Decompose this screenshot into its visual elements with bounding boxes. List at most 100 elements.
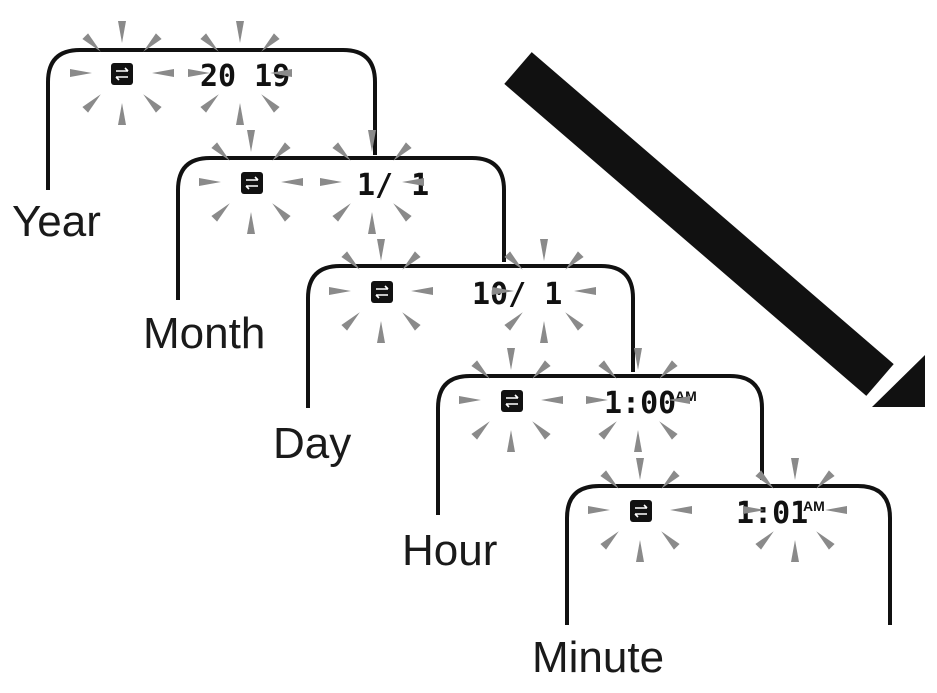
blink-ray xyxy=(377,239,385,261)
step-minute: 1:01 AM Minute xyxy=(532,484,892,682)
blink-ray xyxy=(402,312,421,331)
step-day: 10/ 1 Day xyxy=(273,264,635,468)
blink-ray xyxy=(270,69,292,77)
blink-ray xyxy=(236,103,244,125)
swap-arrows-icon xyxy=(241,172,263,194)
blink-ray xyxy=(377,321,385,343)
blink-ray xyxy=(143,33,162,52)
blink-indicators xyxy=(70,21,847,562)
swap-arrows-icon xyxy=(371,281,393,303)
blink-ray xyxy=(261,94,280,113)
blink-ray xyxy=(332,142,351,161)
blink-ray xyxy=(504,312,523,331)
blink-ray xyxy=(600,470,619,489)
blink-ray xyxy=(341,312,360,331)
blink-ray xyxy=(118,103,126,125)
blink-ray xyxy=(368,130,376,152)
blink-ray xyxy=(636,458,644,480)
blink-ray xyxy=(659,421,678,440)
step-label: Minute xyxy=(532,633,664,682)
blink-ray xyxy=(411,287,433,295)
blink-ray xyxy=(540,239,548,261)
blink-ray xyxy=(200,33,219,52)
blink-ray xyxy=(188,69,210,77)
blink-ray xyxy=(634,348,642,370)
blink-ray xyxy=(565,312,584,331)
blink-ray xyxy=(329,287,351,295)
ampm-indicator: AM xyxy=(803,498,825,514)
down-right-arrow-icon xyxy=(504,52,925,407)
blink-ray xyxy=(341,251,360,270)
blink-ray xyxy=(320,178,342,186)
blink-ray xyxy=(816,470,835,489)
blink-ray xyxy=(600,531,619,550)
blink-ray xyxy=(402,251,421,270)
blink-ray xyxy=(402,178,424,186)
blink-ray xyxy=(755,470,774,489)
step-label: Month xyxy=(143,309,265,358)
blink-ray xyxy=(825,506,847,514)
blink-ray xyxy=(393,203,412,222)
blink-ray xyxy=(152,69,174,77)
blink-ray xyxy=(507,348,515,370)
step-year: 20 19 Year xyxy=(12,48,377,246)
step-label: Day xyxy=(273,419,351,468)
blink-ray xyxy=(118,21,126,43)
blink-ray xyxy=(659,360,678,379)
blink-ray xyxy=(586,396,608,404)
blink-ray xyxy=(261,33,280,52)
blink-ray xyxy=(507,430,515,452)
blink-ray xyxy=(588,506,610,514)
display-value: 1:01 xyxy=(736,496,808,531)
blink-ray xyxy=(661,470,680,489)
blink-ray xyxy=(565,251,584,270)
swap-arrows-icon xyxy=(501,390,523,412)
blink-ray xyxy=(661,531,680,550)
blink-ray xyxy=(199,178,221,186)
blink-ray xyxy=(272,142,291,161)
blink-ray xyxy=(670,506,692,514)
display-value: 1/ 1 xyxy=(357,168,429,203)
blink-ray xyxy=(272,203,291,222)
blink-ray xyxy=(471,421,490,440)
blink-ray xyxy=(668,396,690,404)
blink-ray xyxy=(636,540,644,562)
blink-ray xyxy=(504,251,523,270)
swap-arrows-icon xyxy=(630,500,652,522)
blink-ray xyxy=(281,178,303,186)
blink-ray xyxy=(574,287,596,295)
blink-ray xyxy=(540,321,548,343)
blink-ray xyxy=(211,203,230,222)
swap-arrows-icon xyxy=(111,63,133,85)
blink-ray xyxy=(459,396,481,404)
display-value: 10/ 1 xyxy=(472,277,562,312)
blink-ray xyxy=(532,421,551,440)
display-value: 1:00 xyxy=(604,386,676,421)
step-label: Year xyxy=(12,197,101,246)
blink-ray xyxy=(816,531,835,550)
display-frame xyxy=(565,484,892,625)
step-label: Hour xyxy=(402,526,497,575)
display-value: 20 19 xyxy=(200,59,290,94)
blink-ray xyxy=(82,33,101,52)
blink-ray xyxy=(634,430,642,452)
blink-ray xyxy=(598,360,617,379)
blink-ray xyxy=(211,142,230,161)
blink-ray xyxy=(755,531,774,550)
blink-ray xyxy=(743,506,765,514)
blink-ray xyxy=(143,94,162,113)
blink-ray xyxy=(471,360,490,379)
blink-ray xyxy=(492,287,514,295)
blink-ray xyxy=(532,360,551,379)
blink-ray xyxy=(82,94,101,113)
blink-ray xyxy=(393,142,412,161)
blink-ray xyxy=(791,458,799,480)
blink-ray xyxy=(70,69,92,77)
blink-ray xyxy=(791,540,799,562)
blink-ray xyxy=(541,396,563,404)
blink-ray xyxy=(200,94,219,113)
step-hour: 1:00 AM Hour xyxy=(402,374,764,575)
blink-ray xyxy=(247,212,255,234)
blink-ray xyxy=(368,212,376,234)
